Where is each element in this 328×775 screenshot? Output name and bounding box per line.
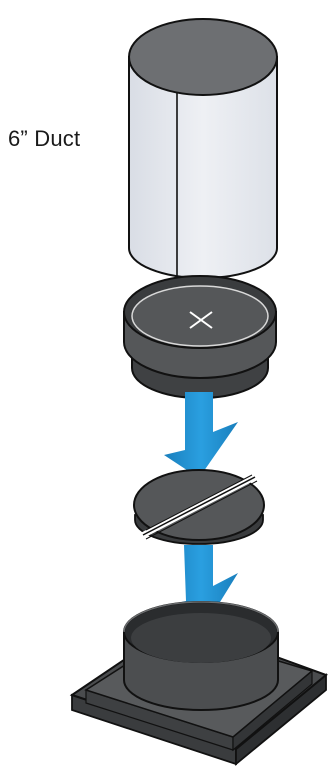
duct-pipe	[129, 19, 277, 278]
duct-collar-with-cap	[124, 276, 276, 398]
down-arrow-icon	[164, 392, 238, 478]
split-damper-disc	[134, 470, 264, 544]
duct-label: 6” Duct	[8, 126, 80, 152]
square-flange-base	[72, 602, 326, 764]
